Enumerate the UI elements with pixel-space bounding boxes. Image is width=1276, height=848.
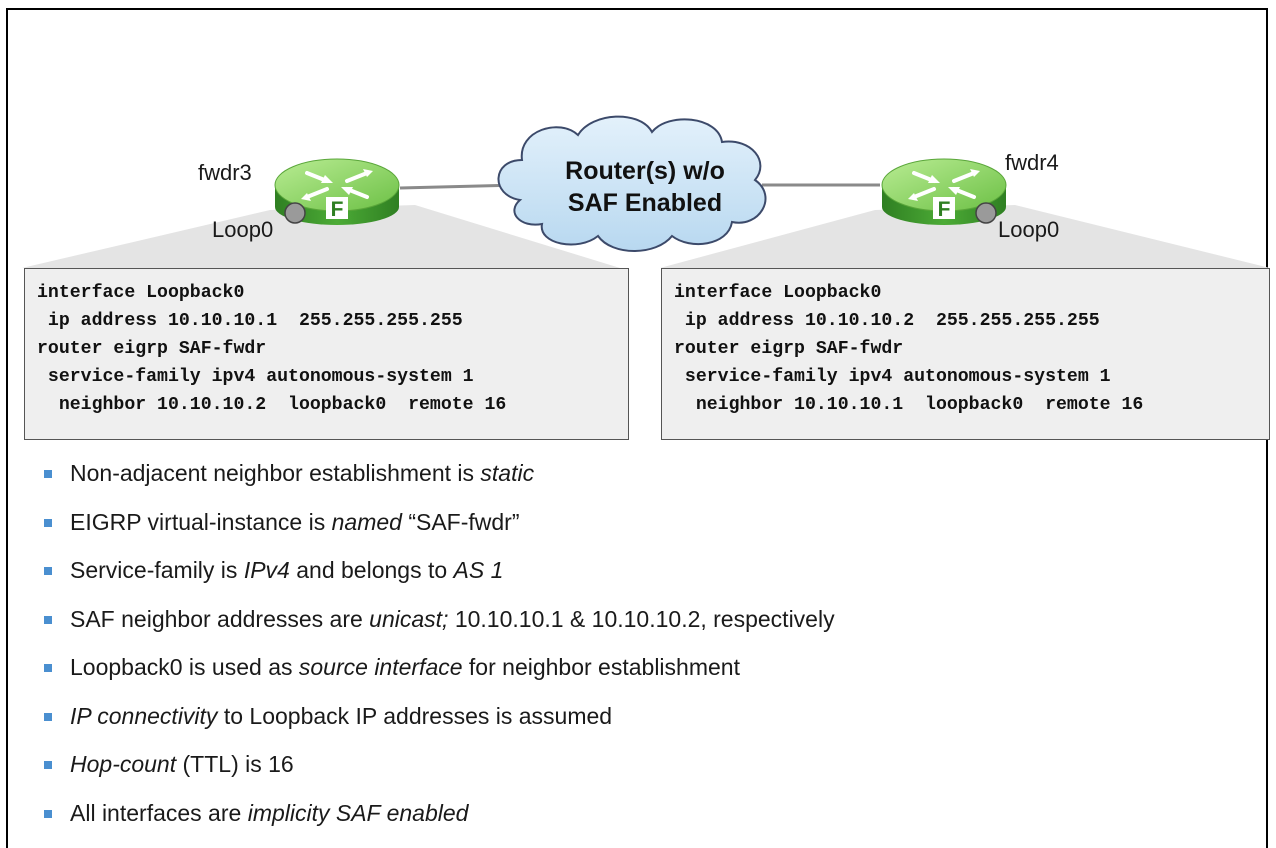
- cloud-label: Router(s) w/o SAF Enabled: [520, 155, 770, 219]
- bullet-list: Non-adjacent neighbor establishment is s…: [44, 458, 835, 846]
- router-badge: F: [331, 198, 344, 221]
- bullet-text: IP connectivity: [70, 702, 218, 729]
- bullet-text: unicast;: [369, 605, 449, 632]
- bullet-text: All interfaces are: [70, 799, 248, 826]
- bullet-text: 10.10.10.1 & 10.10.10.2, respectively: [448, 605, 835, 632]
- loopback-label-right: Loop0: [998, 217, 1060, 242]
- callout-wedge-left: [22, 205, 620, 268]
- config-line: service-family ipv4 autonomous-system 1: [674, 367, 1111, 387]
- bullet-marker: [44, 470, 52, 478]
- callout-wedge-right: [660, 205, 1270, 268]
- bullet-text: for neighbor establishment: [462, 654, 740, 680]
- bullet-marker: [44, 809, 52, 818]
- router-name-right: fwdr4: [1005, 150, 1059, 175]
- config-line: router eigrp SAF-fwdr: [37, 339, 267, 359]
- router-fwdr3: F: [274, 158, 400, 225]
- bullet-text: implicity SAF enabled: [247, 799, 469, 826]
- loopback-label-left: Loop0: [212, 217, 274, 242]
- bullet-text: to Loopback IP addresses is assumed: [217, 702, 613, 729]
- bullet-text: SAF neighbor addresses are: [70, 605, 370, 632]
- cloud-label-line2: SAF Enabled: [567, 189, 723, 217]
- bullet-text: (TTL) is 16: [176, 751, 294, 777]
- config-line: neighbor 10.10.10.1 loopback0 remote 16: [674, 395, 1144, 415]
- bullet-text: AS 1: [453, 557, 504, 583]
- bullet-item: Hop-count (TTL) is 16: [44, 749, 835, 798]
- bullet-item: EIGRP virtual-instance is named “SAF-fwd…: [44, 507, 835, 556]
- bullet-text: static: [480, 460, 535, 486]
- config-box-fwdr4: interface Loopback0 ip address 10.10.10.…: [661, 268, 1270, 440]
- bullet-text: Loopback0 is used as: [70, 654, 299, 680]
- bullet-marker: [44, 567, 52, 575]
- bullet-item: All interfaces are implicity SAF enabled: [44, 798, 835, 847]
- bullet-marker: [44, 518, 52, 527]
- bullet-item: Loopback0 is used as source interface fo…: [44, 652, 835, 701]
- cloud-shape: [497, 115, 767, 252]
- bullet-marker: [44, 664, 52, 672]
- bullet-marker: [44, 712, 52, 721]
- bullet-item: Non-adjacent neighbor establishment is s…: [44, 458, 835, 507]
- loopback-dot-left: [284, 202, 306, 224]
- loopback-dot-right: [975, 202, 997, 224]
- bullet-text: and belongs to: [289, 557, 454, 583]
- bullet-text: “SAF-fwdr”: [401, 508, 520, 535]
- bullet-text: IPv4: [243, 557, 290, 583]
- bullet-text: named: [331, 508, 402, 535]
- router-name-left: fwdr3: [198, 160, 252, 185]
- bullet-text: Non-adjacent neighbor establishment is: [70, 460, 481, 486]
- bullet-text: EIGRP virtual-instance is: [70, 508, 332, 535]
- bullet-item: SAF neighbor addresses are unicast; 10.1…: [44, 604, 835, 653]
- cloud-label-line1: Router(s) w/o: [565, 157, 725, 185]
- config-line: router eigrp SAF-fwdr: [674, 339, 904, 359]
- config-line: interface Loopback0: [674, 283, 882, 303]
- router-fwdr4: F: [881, 158, 1007, 225]
- config-line: interface Loopback0: [37, 283, 245, 303]
- config-line: ip address 10.10.10.1 255.255.255.255: [37, 311, 463, 331]
- bullet-text: Service-family is: [70, 557, 244, 583]
- config-line: neighbor 10.10.10.2 loopback0 remote 16: [37, 395, 507, 415]
- bullet-marker: [44, 615, 52, 624]
- bullet-item: IP connectivity to Loopback IP addresses…: [44, 701, 835, 750]
- config-line: ip address 10.10.10.2 255.255.255.255: [674, 311, 1100, 331]
- config-box-fwdr3: interface Loopback0 ip address 10.10.10.…: [24, 268, 629, 440]
- bullet-text: source interface: [298, 654, 463, 680]
- bullet-marker: [44, 761, 52, 769]
- bullet-text: Hop-count: [70, 751, 177, 777]
- bullet-item: Service-family is IPv4 and belongs to AS…: [44, 555, 835, 604]
- router-badge: F: [938, 198, 951, 221]
- config-line: service-family ipv4 autonomous-system 1: [37, 367, 474, 387]
